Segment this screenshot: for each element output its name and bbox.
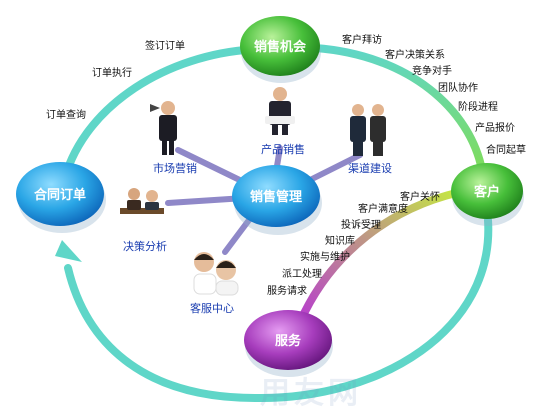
service-arc-label: 客户关怀: [400, 192, 440, 203]
decision-people-illustration: [120, 188, 164, 214]
right-arc-label: 产品报价: [475, 123, 515, 134]
right-arc-label: 阶段进程: [458, 102, 498, 113]
arc-service: [296, 186, 474, 326]
node-sales-opportunity-title: 销售机会: [254, 39, 307, 55]
arc-bottom-return: [64, 216, 493, 403]
service-center-people-illustration: [193, 252, 239, 296]
spoke-caption-service-center: 客服中心: [190, 302, 234, 315]
node-service-shape: [244, 310, 333, 377]
spoke-decision: [165, 195, 248, 206]
right-arc-label: 合同起草: [486, 145, 526, 156]
node-customer-shape: [451, 163, 524, 226]
spoke-caption-product: 产品销售: [261, 143, 305, 156]
right-arc-label: 客户决策关系: [385, 50, 445, 61]
service-arc-label: 知识库: [325, 236, 355, 247]
node-contract-order-shape: [16, 162, 106, 233]
arc-left: [59, 46, 249, 189]
left-arc-label: 签订订单: [145, 41, 185, 52]
spoke-market: [175, 147, 253, 188]
service-arc-label: 投诉受理: [341, 220, 381, 231]
service-arc-label: 客户满意度: [358, 204, 408, 215]
spoke-caption-channel: 渠道建设: [348, 162, 392, 175]
watermark: 用友网: [260, 376, 362, 411]
spoke-caption-market: 市场营销: [153, 162, 197, 175]
service-arc-label: 派工处理: [282, 269, 322, 280]
node-sales-opportunity-shape: [240, 16, 321, 83]
right-arc-label: 客户拜访: [342, 35, 382, 46]
channel-people-illustration: [350, 104, 386, 156]
node-service-title: 服务: [275, 333, 302, 349]
left-arc-label: 订单执行: [92, 68, 132, 79]
product-person-illustration: [265, 87, 295, 135]
node-sales-management-title: 销售管理: [250, 189, 302, 205]
node-customer-title: 客户: [474, 184, 500, 200]
right-arc-label: 竞争对手: [412, 66, 452, 77]
arc-right: [311, 44, 486, 174]
market-person-illustration: [150, 101, 177, 155]
service-arc-label: 实施与维护: [300, 252, 350, 263]
service-arc-label: 服务请求: [267, 286, 307, 297]
node-sales-management-shape: [232, 165, 322, 235]
right-arc-label: 团队协作: [438, 83, 478, 94]
arc-arrowhead: [55, 240, 82, 262]
left-arc-label: 订单查询: [46, 110, 86, 121]
node-contract-order-title: 合同订单: [34, 187, 86, 203]
spoke-caption-decision: 决策分析: [123, 240, 167, 253]
